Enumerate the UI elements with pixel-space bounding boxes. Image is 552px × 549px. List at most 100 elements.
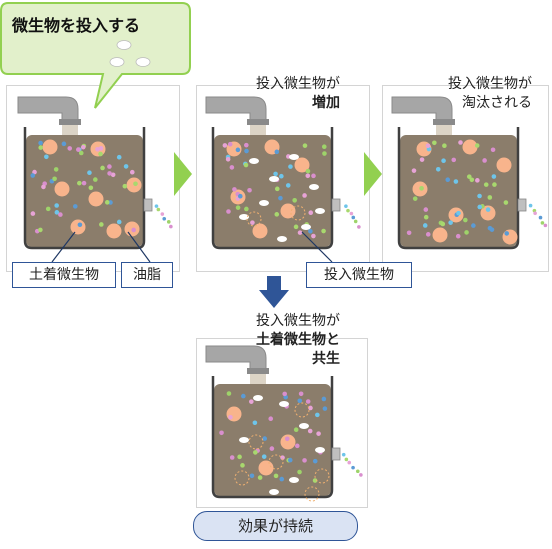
microbe-dot (78, 150, 84, 156)
microbe-dot (448, 220, 453, 225)
microbe-dot (235, 205, 241, 210)
introduced-microbe (299, 423, 309, 429)
microbe-dot (279, 476, 285, 482)
drain-particle (533, 211, 537, 216)
microbe-dot (435, 166, 441, 172)
microbe-dot (298, 391, 304, 397)
microbe-dot (308, 210, 314, 216)
microbe-dot (297, 469, 302, 475)
microbe-dot (311, 173, 316, 179)
faucet-nozzle-icon (247, 368, 269, 374)
oil-ball (496, 157, 512, 173)
oil-ball (432, 227, 448, 243)
microbe-dot (123, 164, 129, 169)
drain-particle (154, 204, 159, 208)
digested-oil (248, 434, 264, 450)
microbe-dot (54, 203, 59, 208)
microbe-dot (104, 200, 110, 205)
microbe-dot (483, 182, 489, 187)
microbe-dot (455, 233, 461, 239)
drain-pipe-icon (517, 198, 527, 212)
introduced-microbe (315, 208, 325, 214)
microbe-dot (226, 391, 232, 396)
microbe-dot (406, 230, 412, 236)
microbe-dot (456, 210, 461, 216)
microbe-dot (38, 145, 44, 150)
microbe-dot (287, 457, 293, 463)
microbe-dot (297, 230, 303, 235)
oil-ball (294, 157, 310, 173)
drain-pipe-icon (331, 198, 341, 212)
microbe-dot (122, 183, 128, 189)
microbe-dot (442, 143, 447, 148)
microbe-dot (240, 463, 245, 468)
bubble-dot-icon (109, 57, 125, 67)
microbe-dot (322, 406, 328, 411)
introduced-microbe (269, 489, 279, 495)
microbe-dot (116, 154, 122, 160)
caption-coexist-line2: 土着微生物と (256, 332, 340, 348)
microbe-dot (77, 180, 82, 186)
callout-bubble (0, 2, 191, 109)
microbe-dot (131, 227, 136, 233)
faucet-icon (17, 96, 79, 122)
oil-ball (502, 229, 518, 245)
microbe-dot (321, 396, 327, 402)
tank-wall (397, 127, 520, 250)
microbe-dot (293, 427, 299, 433)
oil-ball (88, 191, 104, 207)
microbe-dot (227, 141, 233, 147)
microbe-dot (490, 147, 496, 153)
microbe-dot (308, 228, 313, 234)
caption-increase: 投入微生物が 増加 (196, 75, 340, 113)
oil-ball (226, 406, 242, 422)
drain-particle (349, 211, 354, 216)
oil-ball (54, 181, 70, 197)
microbe-dot (294, 443, 300, 449)
microbe-dot (423, 207, 429, 212)
microbe-dot (30, 211, 36, 216)
microbe-dot (411, 168, 417, 173)
microbe-dot (77, 222, 83, 228)
microbe-dot (129, 169, 135, 175)
microbe-dot (107, 164, 112, 169)
microbe-dot (269, 446, 275, 451)
sludge (214, 384, 331, 496)
microbe-dot (471, 223, 476, 228)
microbe-dot (273, 171, 278, 177)
microbe-dot (133, 181, 138, 187)
microbe-dot (95, 146, 100, 152)
tank-increase (205, 96, 361, 250)
microbe-dot (41, 184, 46, 190)
oil-ball (462, 139, 478, 155)
microbe-dot (453, 179, 459, 184)
microbe-dot (52, 176, 57, 182)
microbe-dot (100, 165, 105, 171)
oil-ball (280, 203, 296, 219)
microbe-dot (302, 193, 307, 198)
microbe-dot (250, 220, 255, 225)
microbe-dot (116, 219, 122, 225)
drain-particle (351, 465, 355, 470)
microbe-dot (477, 204, 483, 210)
microbe-dot (225, 156, 231, 162)
green-arrow-icon (364, 152, 382, 196)
microbe-dot (98, 146, 104, 151)
drain-particle (169, 224, 173, 229)
microbe-dot (487, 195, 493, 200)
introduced-microbe (249, 158, 259, 164)
drain-particle (355, 469, 360, 474)
microbe-dot (107, 171, 112, 176)
microbe-dot (80, 144, 86, 150)
microbe-dot (76, 147, 81, 152)
bubble-dot-icon (135, 57, 151, 67)
caption-increase-line1: 投入微生物が (256, 76, 340, 92)
label-introduced-microbes: 投入微生物 (306, 262, 412, 288)
microbe-dot (38, 140, 43, 146)
microbe-dot (54, 210, 60, 215)
faucet-icon (205, 345, 267, 371)
microbe-dot (274, 212, 280, 217)
drain-particle (540, 221, 545, 225)
microbe-dot (412, 196, 418, 201)
microbe-dot (311, 233, 316, 239)
